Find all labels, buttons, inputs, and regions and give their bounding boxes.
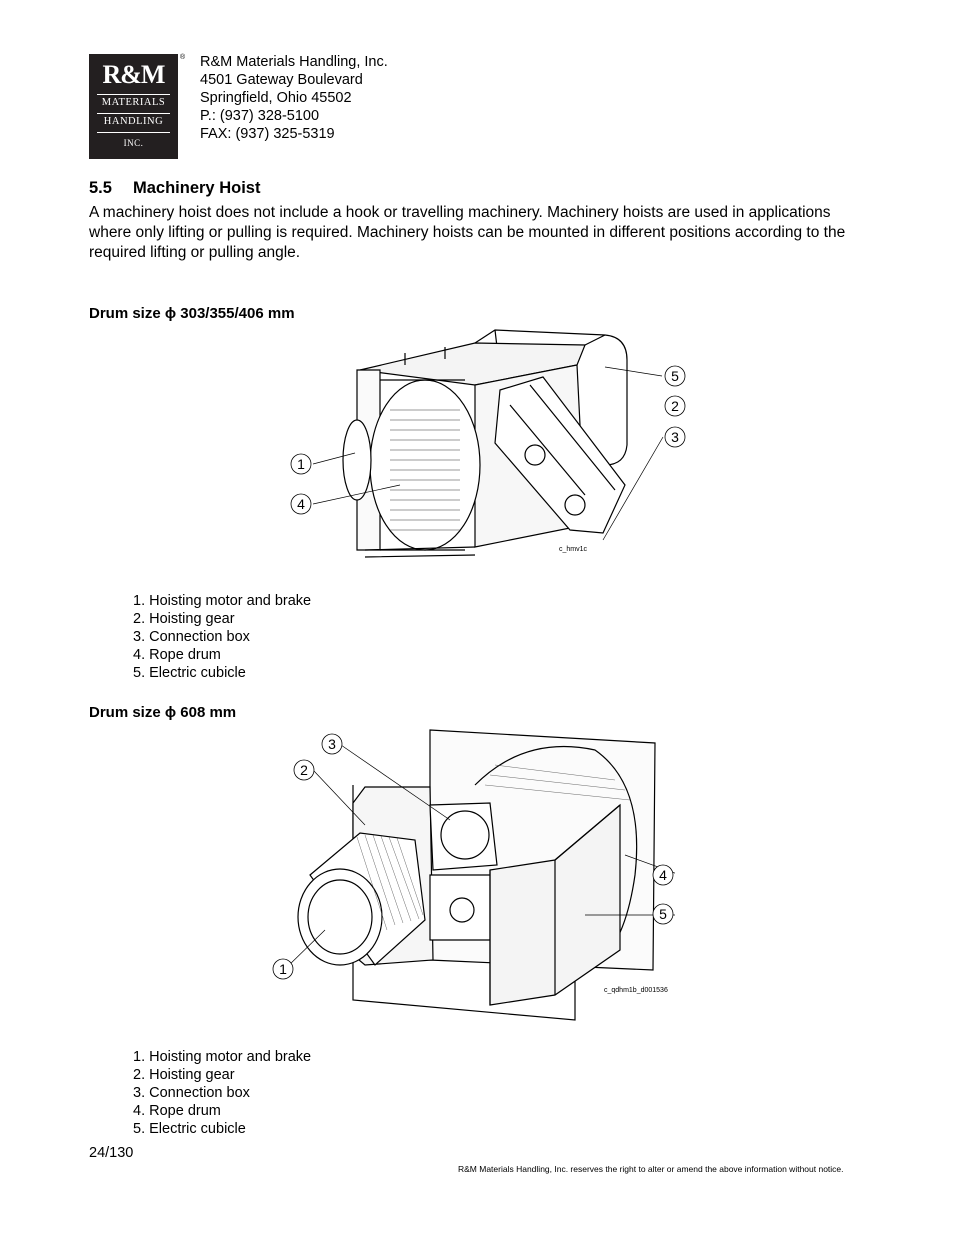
logo-inc: INC. xyxy=(123,138,144,148)
figure1-callout-2: 2 xyxy=(671,398,679,414)
footer-notice: R&M Materials Handling, Inc. reserves th… xyxy=(458,1164,844,1174)
figure1-callout-circle xyxy=(664,426,686,448)
company-street: 4501 Gateway Boulevard xyxy=(200,72,363,88)
figure1-heading: Drum size ϕ 303/355/406 mm xyxy=(89,305,295,322)
company-fax: FAX: (937) 325-5319 xyxy=(200,126,335,142)
figure1-callout-circle xyxy=(290,453,312,475)
figure1-legend: 1. Hoisting motor and brake 2. Hoisting … xyxy=(133,592,311,682)
registered-mark: ® xyxy=(180,54,186,61)
figure2-legend-item: 4. Rope drum xyxy=(133,1103,221,1119)
logo-materials: MATERIALS xyxy=(101,97,166,108)
figure2-legend-item: 2. Hoisting gear xyxy=(133,1067,235,1083)
figure1-legend-item: 2. Hoisting gear xyxy=(133,611,235,627)
company-city: Springfield, Ohio 45502 xyxy=(200,90,352,106)
figure1-code: c_hmv1c xyxy=(559,546,588,553)
logo-rule xyxy=(97,94,170,95)
company-name: R&M Materials Handling, Inc. xyxy=(200,54,388,70)
figure2-callout-3: 3 xyxy=(328,736,336,752)
section-number: 5.5 xyxy=(89,179,112,197)
figure2-callout-4: 4 xyxy=(659,867,667,883)
section-paragraph: A machinery hoist does not include a hoo… xyxy=(89,204,846,261)
company-phone: P.: (937) 328-5100 xyxy=(200,108,320,124)
figure2-hoist-drawing: 3 2 1 4 5 c_qdhm1b_d001536 xyxy=(272,729,675,1021)
figure2-legend: 1. Hoisting motor and brake 2. Hoisting … xyxy=(133,1048,311,1138)
figure1-legend-item: 1. Hoisting motor and brake xyxy=(133,593,312,609)
company-address: R&M Materials Handling, Inc. 4501 Gatewa… xyxy=(200,53,388,143)
figure1-legend-item: 4. Rope drum xyxy=(133,647,221,663)
figure2-legend-item: 1. Hoisting motor and brake xyxy=(133,1049,312,1065)
figure2-callout-5: 5 xyxy=(659,906,667,922)
figure2-callout-circle xyxy=(321,733,343,755)
figure1-callout-circle xyxy=(664,395,686,417)
figure1-callout-4: 4 xyxy=(297,496,305,512)
figure2-callout-circle xyxy=(293,759,315,781)
figure1-callout-3: 3 xyxy=(671,429,679,445)
logo-rule xyxy=(97,132,170,133)
figure2-callout-circle xyxy=(652,864,674,886)
figure1-callout-circle xyxy=(664,365,686,387)
figure2-callout-1: 1 xyxy=(279,961,287,977)
figure2-callout-circle xyxy=(272,958,294,980)
figure1-callout-circle xyxy=(290,493,312,515)
figure1-hoist-drawing: 1 4 5 2 3 c_hmv1c xyxy=(290,329,686,558)
logo-monogram: R&M xyxy=(102,60,166,89)
logo-rule xyxy=(97,113,170,114)
figure1-callout-5: 5 xyxy=(671,368,679,384)
page-number: 24/130 xyxy=(89,1145,134,1161)
company-logo: R&M MATERIALS HANDLING INC. xyxy=(89,54,178,159)
figure2-code: c_qdhm1b_d001536 xyxy=(604,987,668,994)
figure1-callout-1: 1 xyxy=(297,456,305,472)
logo-handling: HANDLING xyxy=(103,116,164,127)
section-title: Machinery Hoist xyxy=(133,179,261,197)
figure1-legend-item: 5. Electric cubicle xyxy=(133,665,246,681)
figure2-legend-item: 5. Electric cubicle xyxy=(133,1121,246,1137)
figure2-callout-circle xyxy=(652,903,674,925)
figure1-legend-item: 3. Connection box xyxy=(133,629,250,645)
figure2-heading: Drum size ϕ 608 mm xyxy=(89,704,237,721)
figure2-legend-item: 3. Connection box xyxy=(133,1085,250,1101)
figure2-callout-2: 2 xyxy=(300,762,308,778)
section-heading: 5.5 Machinery Hoist xyxy=(89,179,260,198)
